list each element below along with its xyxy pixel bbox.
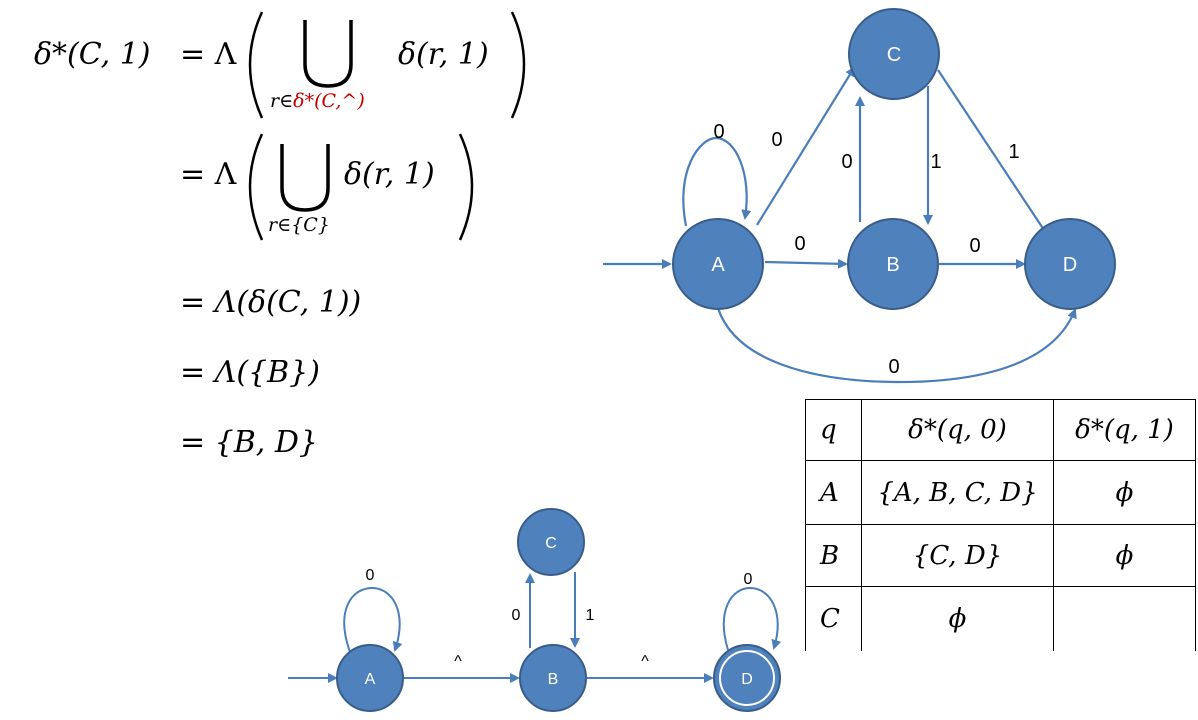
bottom-edge-d-self bbox=[722, 586, 782, 651]
top-graph-node-labels: A B C D bbox=[711, 44, 1077, 276]
table-cell-state: C bbox=[805, 586, 862, 651]
step1-union-icon bbox=[303, 20, 353, 88]
table-cell-delta1: ϕ bbox=[1053, 460, 1196, 525]
table-cell-state: B bbox=[805, 524, 862, 587]
top-node-a-label: A bbox=[711, 254, 725, 276]
bottom-node-a bbox=[336, 644, 404, 712]
step1-close-paren bbox=[510, 11, 526, 119]
table-header-row: q δ*(q, 0) δ*(q, 1) bbox=[805, 399, 1196, 461]
top-label-c-b: 1 bbox=[930, 151, 941, 173]
highlighted-set: δ*(C,^) bbox=[293, 90, 365, 112]
derivation-step1-term: δ(r, 1) bbox=[398, 37, 489, 72]
step2-close-paren bbox=[458, 133, 474, 241]
bottom-label-a-b: ^ bbox=[454, 653, 462, 670]
bottom-graph-edge-labels: 0 ^ 0 1 ^ 0 bbox=[366, 567, 753, 670]
top-node-d-label: D bbox=[1063, 254, 1077, 276]
table-header-delta0: δ*(q, 0) bbox=[861, 399, 1054, 461]
derivation-step5: = {B, D} bbox=[180, 425, 319, 460]
bottom-label-c-b: 1 bbox=[586, 607, 595, 624]
top-label-a-self: 0 bbox=[713, 121, 724, 143]
bottom-label-b-c: 0 bbox=[512, 607, 521, 624]
top-node-b bbox=[847, 218, 939, 310]
bottom-node-c bbox=[517, 508, 585, 576]
derivation-step1-subscript: r∈δ*(C,^) bbox=[270, 90, 365, 112]
top-label-c-d: 1 bbox=[1008, 141, 1019, 163]
derivation-step4: = Λ({B}) bbox=[180, 355, 320, 390]
derivation-lhs: δ*(C, 1) bbox=[34, 37, 151, 72]
derivation-step2-subscript: r∈{C} bbox=[268, 214, 330, 236]
derivation-step1-lead: = Λ bbox=[180, 37, 237, 72]
bottom-edge-a-self bbox=[343, 586, 403, 653]
top-node-c bbox=[848, 8, 940, 100]
derivation-step2-lead: = Λ bbox=[180, 157, 237, 192]
bottom-label-b-d: ^ bbox=[641, 653, 649, 670]
table-cell-delta0: {A, B, C, D} bbox=[861, 460, 1054, 525]
bottom-label-a-self: 0 bbox=[366, 567, 375, 584]
top-node-c-label: C bbox=[887, 44, 901, 66]
table-cell-delta0: {C, D} bbox=[861, 524, 1054, 587]
table-row: A {A, B, C, D} ϕ bbox=[805, 460, 1196, 525]
bottom-node-d bbox=[713, 644, 781, 712]
table-header-q: q bbox=[805, 399, 862, 461]
bottom-label-d-self: 0 bbox=[744, 571, 753, 588]
transition-table: q δ*(q, 0) δ*(q, 1) A {A, B, C, D} ϕ B {… bbox=[805, 399, 1196, 651]
table-cell-delta1 bbox=[1053, 586, 1196, 651]
top-node-b-label: B bbox=[886, 254, 899, 276]
top-edge-c-d bbox=[937, 69, 1050, 238]
table-row: B {C, D} ϕ bbox=[805, 524, 1196, 587]
top-node-a bbox=[672, 218, 764, 310]
bottom-node-d-label: D bbox=[741, 671, 753, 688]
step2-union-icon bbox=[280, 144, 330, 212]
top-label-a-b: 0 bbox=[794, 233, 805, 255]
bottom-node-d-accept-ring bbox=[719, 650, 775, 706]
top-edge-a-b bbox=[764, 258, 848, 269]
bottom-graph-node-labels: A B C D bbox=[365, 535, 753, 688]
top-label-a-c: 0 bbox=[771, 129, 782, 151]
derivation-step3: = Λ(δ(C, 1)) bbox=[180, 285, 362, 320]
step1-open-paren bbox=[248, 11, 264, 119]
table-cell-state: A bbox=[805, 460, 862, 525]
top-edge-a-c bbox=[756, 66, 856, 226]
top-label-b-d: 0 bbox=[969, 235, 980, 257]
bottom-graph-edges bbox=[288, 572, 782, 683]
top-label-b-c: 0 bbox=[841, 151, 852, 173]
bottom-graph-nodes bbox=[336, 508, 781, 712]
bottom-node-b bbox=[519, 644, 587, 712]
top-edge-a-self bbox=[682, 136, 752, 227]
step2-open-paren bbox=[248, 133, 264, 241]
table-header-delta1: δ*(q, 1) bbox=[1053, 399, 1196, 461]
top-edge-a-d bbox=[716, 307, 1077, 384]
table-row: C ϕ bbox=[805, 586, 1196, 651]
table-cell-delta1: ϕ bbox=[1053, 524, 1196, 587]
bottom-node-a-label: A bbox=[365, 671, 376, 688]
top-graph-edges bbox=[603, 66, 1077, 384]
top-node-d bbox=[1024, 218, 1116, 310]
bottom-node-c-label: C bbox=[545, 535, 557, 552]
top-label-a-d: 0 bbox=[888, 356, 899, 378]
derivation-step2-term: δ(r, 1) bbox=[344, 157, 435, 192]
bottom-node-b-label: B bbox=[548, 671, 559, 688]
top-graph-nodes bbox=[672, 8, 1116, 310]
table-cell-delta0: ϕ bbox=[861, 586, 1054, 651]
top-graph-edge-labels: 0 0 0 0 1 1 0 0 bbox=[713, 121, 1019, 378]
